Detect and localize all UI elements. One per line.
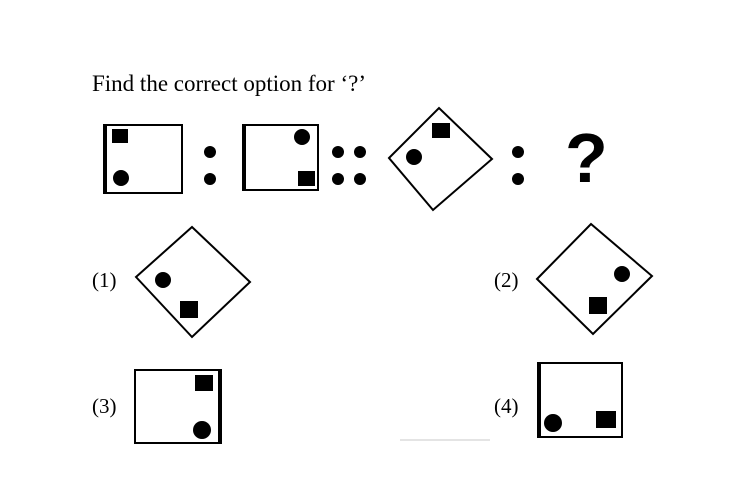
option-2-square	[589, 297, 607, 314]
figure-c-frame	[387, 106, 494, 212]
option-3-figure[interactable]	[134, 369, 222, 444]
ratio-colon-1	[204, 146, 216, 185]
option-4-label[interactable]: (4)	[494, 394, 519, 418]
option-3-label[interactable]: (3)	[92, 394, 117, 418]
figure-c-circle	[406, 149, 422, 165]
option-1-circle	[155, 272, 171, 288]
figure-a-frame	[103, 124, 183, 194]
ratio-double-colon	[332, 146, 366, 185]
ratio-colon-2	[512, 146, 524, 185]
option-4-square	[596, 411, 616, 428]
figure-a-circle	[113, 170, 129, 186]
question-mark: ?	[565, 119, 608, 197]
figure-b	[242, 124, 319, 191]
option-2-figure[interactable]	[535, 222, 654, 336]
option-1-square	[180, 301, 198, 318]
figure-a	[103, 124, 183, 194]
option-3-circle	[193, 421, 211, 439]
option-1-label[interactable]: (1)	[92, 268, 117, 292]
figure-b-frame	[242, 124, 319, 191]
option-2-label[interactable]: (2)	[494, 268, 519, 292]
figure-b-square	[298, 171, 315, 186]
option-2-circle	[614, 266, 630, 282]
figure-a-square	[112, 129, 128, 143]
question-text: Find the correct option for ‘?’	[92, 71, 366, 96]
figure-c-square	[432, 123, 450, 138]
figure-b-circle	[294, 129, 310, 145]
option-1-figure[interactable]	[134, 225, 252, 339]
figure-c	[387, 106, 494, 212]
option-4-figure[interactable]	[537, 362, 623, 438]
option-3-square	[195, 375, 213, 391]
option-4-circle	[544, 414, 562, 432]
